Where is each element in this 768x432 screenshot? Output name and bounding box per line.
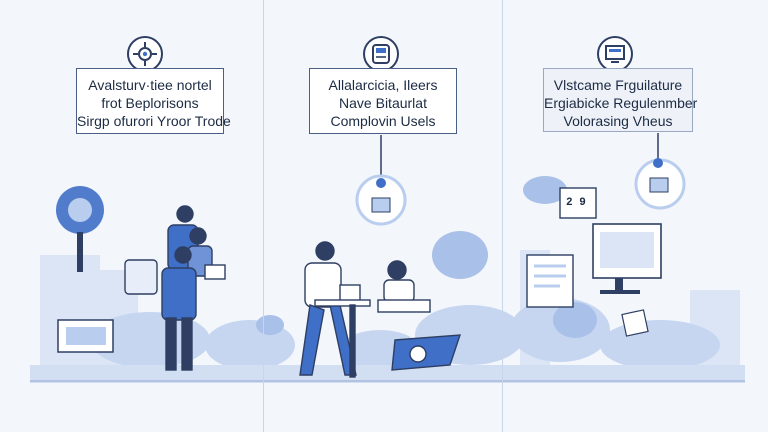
caption-line: Nave Bitaurlat bbox=[339, 95, 427, 111]
panel-3-caption: Vlstcame Frguilature Ergiabicke Regulenm… bbox=[543, 68, 698, 132]
caption-line: Vlstcame Frguilature bbox=[553, 77, 683, 93]
caption-line: Ergiabicke Regulenmber bbox=[544, 95, 698, 111]
caption-line: Sirgp ofurori Yroor Trode bbox=[77, 113, 231, 129]
document-scanner-icon bbox=[363, 36, 399, 72]
caption-line: Complovin Usels bbox=[330, 113, 436, 129]
panel-2-caption: Allalarcicia, Ileers Nave Bitaurlat Comp… bbox=[309, 68, 457, 134]
panel-divider-2 bbox=[502, 0, 503, 432]
monitor-chart-icon bbox=[597, 36, 633, 72]
caption-line: Avalsturv·tiee nortel bbox=[88, 77, 212, 93]
panel-1-caption: Avalsturv·tiee nortel frot Beplorisons S… bbox=[76, 68, 231, 134]
caption-line: Allalarcicia, Ileers bbox=[328, 77, 438, 93]
caption-line: frot Beplorisons bbox=[101, 95, 199, 111]
caption-line: Volorasing Vheus bbox=[563, 113, 673, 129]
gear-target-icon bbox=[127, 36, 163, 72]
panel-divider-1 bbox=[263, 0, 264, 432]
screen-badge: 2 9 bbox=[566, 197, 586, 209]
